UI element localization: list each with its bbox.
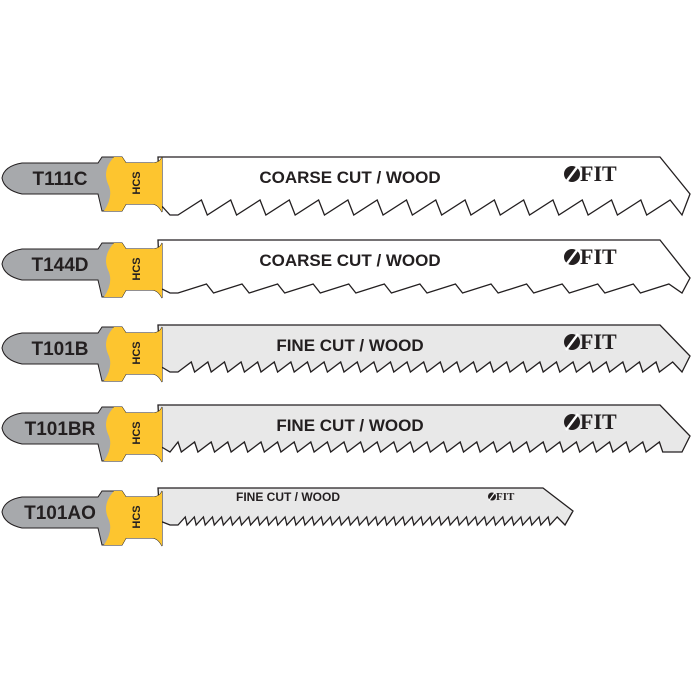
material-label: HCS [131,421,143,444]
model-label: T101B [31,339,88,360]
brand-logo: FIT [488,491,515,503]
material-label: HCS [131,341,143,364]
model-label: T101AO [24,503,96,524]
material-label: HCS [131,257,143,280]
blade-t111c: T111C HCS COARSE CUT / WOOD FIT [1,156,691,217]
model-label: T111C [33,169,88,190]
shank-yellow-band [104,157,162,212]
brand-logo: FIT [564,244,617,269]
blade-t101br: T101BR HCS FINE CUT / WOOD FIT [1,404,691,463]
model-label: T144D [31,255,88,276]
brand-logo: FIT [564,409,617,434]
blade-body [157,156,691,217]
brand-logo: FIT [564,161,617,186]
brand-name: FIT [496,491,515,503]
description-label: FINE CUT / WOOD [276,336,423,355]
shank-yellow-band [104,243,162,298]
brand-name: FIT [580,329,617,354]
description-label: COARSE CUT / WOOD [259,168,440,187]
description-label: COARSE CUT / WOOD [259,251,440,270]
shank-yellow-band [104,491,162,546]
brand-name: FIT [580,161,617,186]
blade-t144d: T144D HCS COARSE CUT / WOOD FIT [1,239,691,299]
blade-t101b: T101B HCS FINE CUT / WOOD FIT [1,324,691,383]
blade-body [157,239,691,294]
shank-yellow-band [104,327,162,382]
material-label: HCS [131,171,143,194]
description-label: FINE CUT / WOOD [236,490,340,504]
model-label: T101BR [25,419,96,440]
blade-body [157,404,691,454]
shank-yellow-band [104,407,162,462]
brand-name: FIT [580,244,617,269]
blade-t101ao: T101AO HCS FINE CUT / WOOD FIT [1,487,574,547]
material-label: HCS [131,505,143,528]
blade-body [157,324,691,374]
brand-name: FIT [580,409,617,434]
description-label: FINE CUT / WOOD [276,416,423,435]
brand-logo: FIT [564,329,617,354]
blade-body [157,487,574,527]
